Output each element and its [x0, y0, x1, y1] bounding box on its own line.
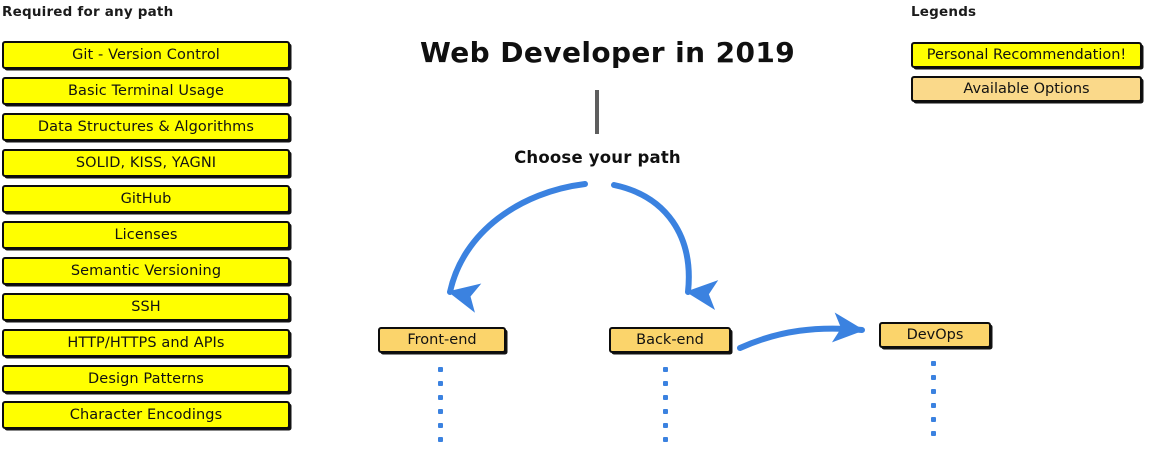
- arrow-to-frontend: [447, 181, 588, 313]
- choose-your-path-label: Choose your path: [514, 148, 681, 167]
- required-topic-git[interactable]: Git - Version Control: [2, 41, 290, 69]
- legend-label: Personal Recommendation!: [926, 46, 1127, 63]
- required-topic-label: Licenses: [114, 226, 178, 243]
- legend-label: Available Options: [963, 80, 1090, 97]
- page-title: Web Developer in 2019: [420, 36, 796, 69]
- required-topic-label: Git - Version Control: [72, 46, 220, 63]
- legend-available-options: Available Options: [911, 76, 1142, 102]
- legend-personal-recommendation: Personal Recommendation!: [911, 42, 1142, 68]
- required-topic-label: Semantic Versioning: [70, 262, 222, 279]
- legends-list: Personal Recommendation! Available Optio…: [911, 42, 1142, 110]
- required-topic-label: SSH: [131, 298, 161, 315]
- required-topic-label: Basic Terminal Usage: [67, 82, 225, 99]
- required-topic-basic-terminal-usage[interactable]: Basic Terminal Usage: [2, 77, 290, 105]
- arrow-backend-to-devops: [737, 312, 865, 351]
- required-topic-github[interactable]: GitHub: [2, 185, 290, 213]
- required-section-heading: Required for any path: [2, 4, 174, 20]
- arrow-to-backend: [611, 182, 719, 310]
- path-box-label: Front-end: [407, 331, 477, 348]
- required-topic-design-patterns[interactable]: Design Patterns: [2, 365, 290, 393]
- path-box-back-end[interactable]: Back-end: [609, 327, 731, 353]
- required-topic-label: SOLID, KISS, YAGNI: [75, 154, 217, 171]
- path-box-label: DevOps: [906, 326, 964, 343]
- required-topic-label: Design Patterns: [88, 370, 204, 387]
- path-box-front-end[interactable]: Front-end: [378, 327, 506, 353]
- required-topic-label: HTTP/HTTPS and APIs: [67, 334, 225, 351]
- required-topic-label: Data Structures & Algorithms: [37, 118, 255, 135]
- required-topic-semantic-versioning[interactable]: Semantic Versioning: [2, 257, 290, 285]
- dots-frontend: [438, 367, 443, 442]
- path-box-label: Back-end: [636, 331, 704, 348]
- required-topic-licenses[interactable]: Licenses: [2, 221, 290, 249]
- required-topic-ssh[interactable]: SSH: [2, 293, 290, 321]
- required-topics-list: Git - Version Control Basic Terminal Usa…: [2, 41, 290, 437]
- required-topic-data-structures-algorithms[interactable]: Data Structures & Algorithms: [2, 113, 290, 141]
- required-topic-label: Character Encodings: [69, 406, 223, 423]
- dots-devops: [931, 361, 936, 436]
- required-topic-http-https-apis[interactable]: HTTP/HTTPS and APIs: [2, 329, 290, 357]
- required-topic-solid-kiss-yagni[interactable]: SOLID, KISS, YAGNI: [2, 149, 290, 177]
- legends-section-heading: Legends: [911, 4, 977, 20]
- title-stem-connector: [595, 90, 599, 134]
- required-topic-label: GitHub: [120, 190, 172, 207]
- path-box-devops[interactable]: DevOps: [879, 322, 991, 348]
- dots-backend: [663, 367, 668, 442]
- required-topic-character-encodings[interactable]: Character Encodings: [2, 401, 290, 429]
